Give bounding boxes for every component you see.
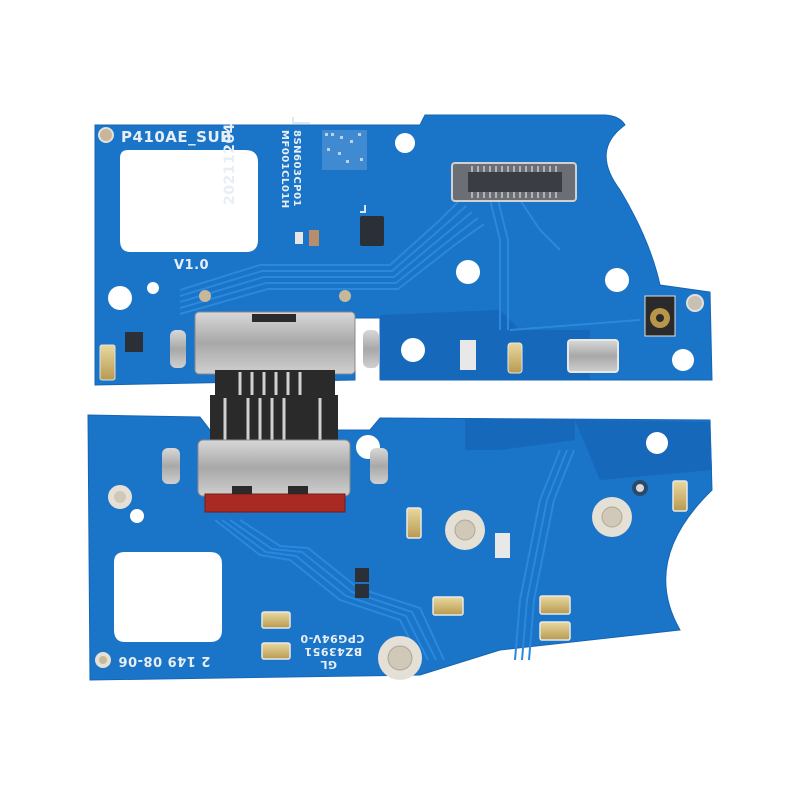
top-serial-line-2: MF001CL01H <box>279 130 290 209</box>
bottom-marking-line-1: CPG94V-0 <box>300 632 365 645</box>
board-to-board-connector <box>451 162 577 202</box>
bottom-marking-line-3: GL <box>320 658 338 671</box>
mounting-holes <box>108 133 694 371</box>
top-model-label: P410AE_SUB <box>121 128 233 146</box>
ground-ring-pads <box>95 480 648 680</box>
antenna-coax-connector <box>644 295 676 337</box>
usb-c-port-bottom <box>162 395 388 513</box>
bottom-marking-line-2: BZ43951 <box>304 645 363 658</box>
ic-chip <box>360 216 384 246</box>
top-serial-line-1: 8SN603CP01 <box>291 130 302 207</box>
bottom-code-label: 2 149 08-06 <box>118 653 211 668</box>
top-date-code: 20211204 <box>222 123 238 205</box>
crystal-oscillator <box>567 339 619 373</box>
top-version-label: V1.0 <box>174 258 210 273</box>
top-board <box>94 114 713 400</box>
bottom-board <box>87 395 713 681</box>
component-pads <box>261 480 688 660</box>
traces <box>179 199 641 331</box>
